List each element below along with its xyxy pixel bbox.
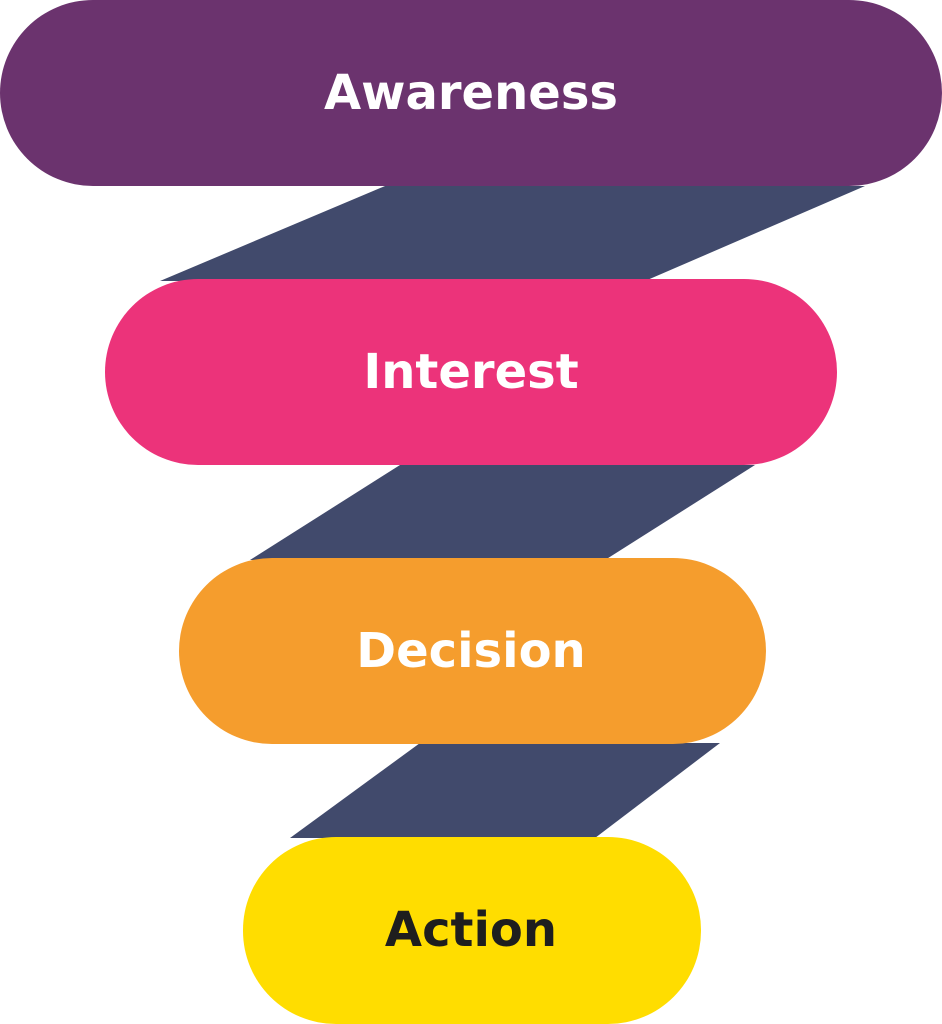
stage-pill <box>0 0 942 186</box>
stage-label: Interest <box>363 344 578 400</box>
stage-pill <box>243 837 701 1024</box>
connector-bands <box>160 186 865 838</box>
stage-action: Action <box>243 837 701 1024</box>
stage-awareness: Awareness <box>0 0 942 186</box>
stage-interest: Interest <box>105 279 837 465</box>
connector-band-2 <box>250 465 755 560</box>
stage-label: Action <box>385 902 557 958</box>
stage-label: Awareness <box>324 65 618 121</box>
stage-label: Decision <box>356 623 585 679</box>
connector-band-3 <box>290 743 720 838</box>
connector-band-1 <box>160 186 865 281</box>
stage-pill <box>105 279 837 465</box>
stage-pill <box>179 558 766 744</box>
stage-decision: Decision <box>179 558 766 744</box>
